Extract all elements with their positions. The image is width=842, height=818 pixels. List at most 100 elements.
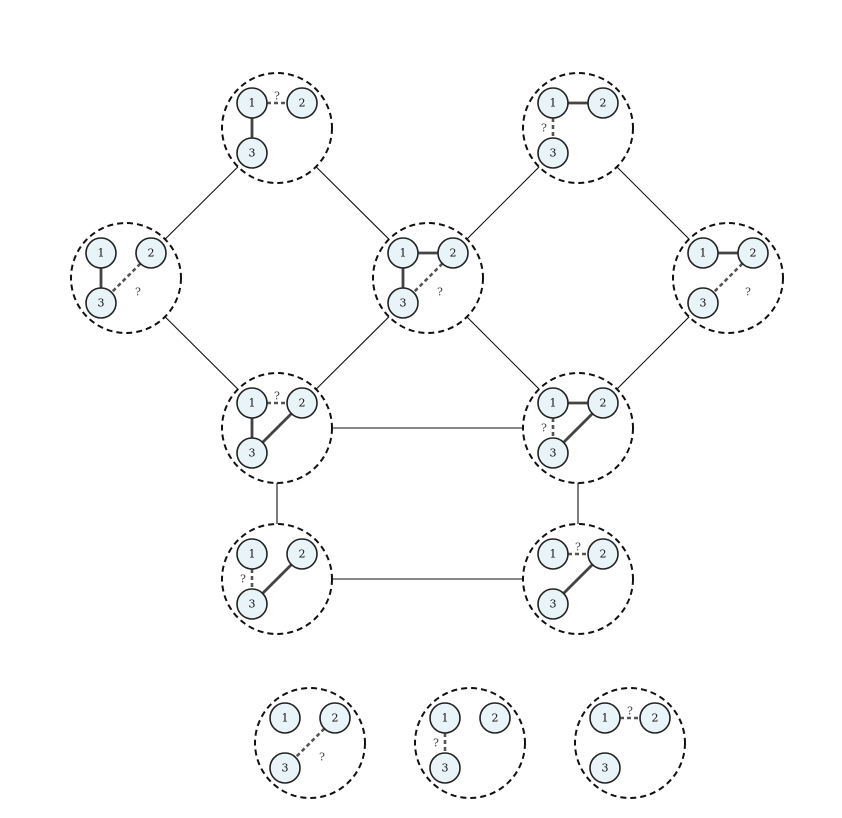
group-link-g2-g5 (616, 166, 690, 240)
node-label-3: 3 (602, 762, 609, 775)
node-label-1: 1 (249, 548, 256, 561)
node-2 (286, 87, 318, 119)
node-label-3: 3 (282, 762, 289, 775)
node-label-2: 2 (652, 712, 659, 725)
node-label-3: 3 (249, 598, 256, 611)
group-boundary (522, 72, 634, 184)
node-3 (236, 437, 268, 469)
unknown-edge-mark: ? (274, 390, 280, 403)
graph-group-g8: ?1 2 3 (221, 523, 333, 635)
unknown-edge-mark: ? (135, 286, 141, 299)
node-1 (269, 702, 301, 734)
node-3 (236, 588, 268, 620)
node-label-1: 1 (550, 548, 557, 561)
node-label-2: 2 (148, 247, 155, 260)
group-boundary (70, 222, 182, 334)
unknown-edge-mark: ? (240, 573, 246, 586)
node-3 (589, 752, 621, 784)
group-boundary (522, 372, 634, 484)
node-2 (587, 87, 619, 119)
node-1 (537, 538, 569, 570)
group-boundary (414, 687, 526, 799)
node-label-1: 1 (700, 247, 707, 260)
node-label-1: 1 (282, 712, 289, 725)
group-link-g2-g4 (466, 166, 540, 240)
node-label-2: 2 (600, 548, 607, 561)
graph-group-g10: ? 1 2 3 (254, 687, 366, 799)
node-1 (537, 387, 569, 419)
node-2 (479, 702, 511, 734)
solid-edge-2-3 (261, 563, 293, 595)
node-label-1: 1 (550, 97, 557, 110)
group-link-g5-g7 (616, 316, 690, 390)
node-label-2: 2 (450, 247, 457, 260)
node-label-1: 1 (550, 397, 557, 410)
group-boundary (372, 222, 484, 334)
group-boundary (522, 523, 634, 635)
node-3 (387, 287, 419, 319)
node-label-3: 3 (550, 598, 557, 611)
group-link-g3-g6 (164, 316, 239, 390)
solid-edge-2-3 (261, 412, 293, 444)
node-label-2: 2 (299, 397, 306, 410)
node-label-2: 2 (492, 712, 499, 725)
node-1 (589, 702, 621, 734)
node-label-2: 2 (600, 97, 607, 110)
node-1 (236, 538, 268, 570)
node-label-1: 1 (400, 247, 407, 260)
node-label-2: 2 (299, 548, 306, 561)
node-3 (537, 588, 569, 620)
node-label-2: 2 (750, 247, 757, 260)
group-boundary (672, 222, 784, 334)
unknown-edge-mark: ? (575, 541, 581, 554)
node-2 (587, 387, 619, 419)
node-1 (236, 87, 268, 119)
node-label-2: 2 (600, 397, 607, 410)
node-label-1: 1 (98, 247, 105, 260)
node-2 (319, 702, 351, 734)
group-link-g4-g7 (466, 316, 540, 390)
node-2 (437, 237, 469, 269)
group-link-g4-g6 (315, 316, 390, 390)
node-3 (85, 287, 117, 319)
node-3 (687, 287, 719, 319)
node-2 (135, 237, 167, 269)
node-1 (236, 387, 268, 419)
unknown-edge-mark: ? (745, 286, 751, 299)
node-2 (286, 387, 318, 419)
unknown-edge-mark: ? (319, 751, 325, 764)
node-label-1: 1 (442, 712, 449, 725)
node-label-3: 3 (249, 147, 256, 160)
node-2 (286, 538, 318, 570)
solid-edge-2-3 (562, 412, 594, 444)
node-3 (269, 752, 301, 784)
unknown-edge-2-3 (712, 262, 744, 294)
group-boundary (221, 372, 333, 484)
group-link-g1-g3 (164, 166, 239, 240)
node-2 (737, 237, 769, 269)
group-boundary (221, 523, 333, 635)
node-1 (687, 237, 719, 269)
node-label-3: 3 (550, 447, 557, 460)
node-label-2: 2 (299, 97, 306, 110)
node-3 (537, 137, 569, 169)
unknown-edge-mark: ? (437, 286, 443, 299)
node-label-2: 2 (332, 712, 339, 725)
node-2 (587, 538, 619, 570)
unknown-edge-mark: ? (541, 122, 547, 135)
unknown-edge-mark: ? (627, 705, 633, 718)
node-1 (387, 237, 419, 269)
group-boundary (254, 687, 366, 799)
group-link-g1-g4 (315, 166, 390, 240)
node-3 (429, 752, 461, 784)
unknown-edge-mark: ? (433, 737, 439, 750)
unknown-edge-mark: ? (541, 422, 547, 435)
